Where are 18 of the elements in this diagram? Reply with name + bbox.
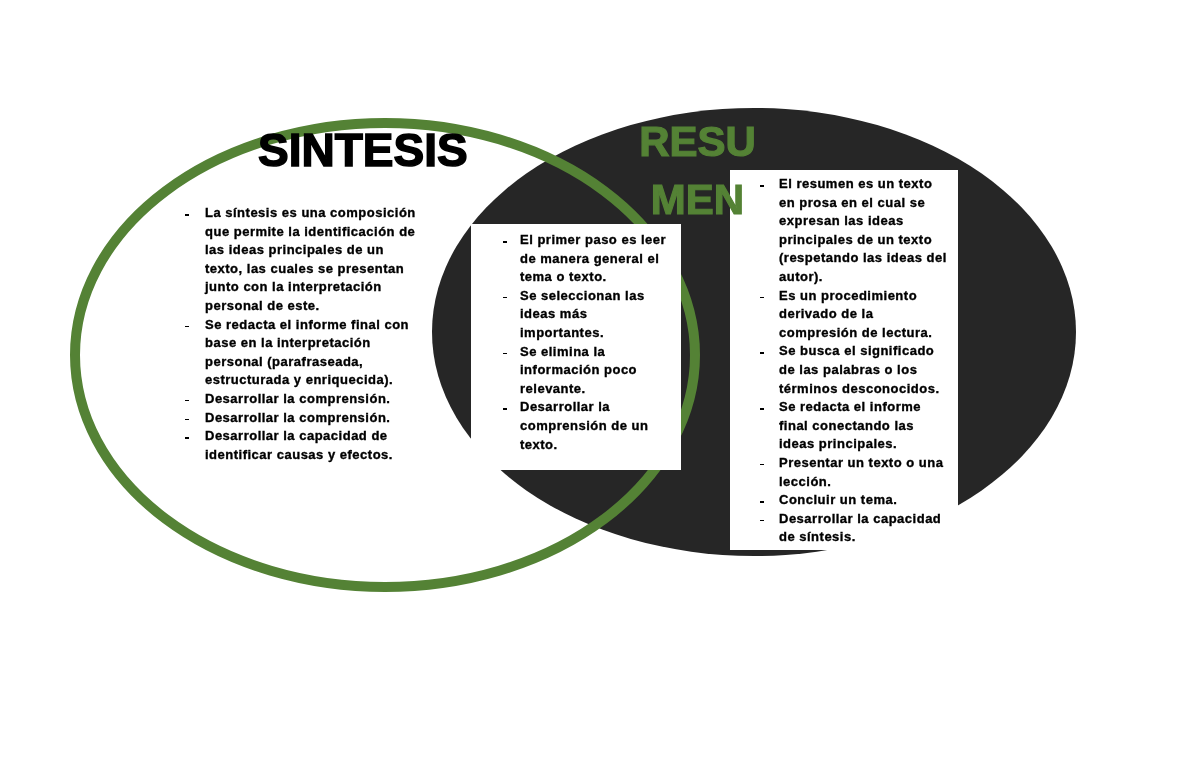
circle-title: SINTESIS	[258, 127, 468, 173]
list-text: Desarrollar la comprensión de un texto.	[520, 398, 650, 454]
list-text: Se redacta el informe final conectando las ideas principales.	[779, 398, 922, 454]
list-text: El resumen es un texto en prosa en el cual se expresan las ideas principales de un texto (respetando las ideas del autor).	[779, 175, 948, 286]
list-text: Es un procedimiento derivado de la compresión de lectura.	[779, 286, 934, 342]
list-text: El primer paso es leer de manera general el tema o texto.	[520, 231, 668, 287]
list-text: Se busca el significado de las palabras o los términos desconocidos.	[779, 342, 941, 398]
list-text: La síntesis es una composición que permite la identificación de las ideas principales de un texto, las cuales se presentan junto con la interpretación personal de este.	[205, 204, 417, 315]
text-box	[471, 224, 681, 470]
list-text: Desarrollar la comprensión.	[205, 408, 392, 427]
list-text: Desarrollar la comprensión.	[205, 389, 392, 408]
list-text: Desarrollar la capacidad de síntesis.	[779, 509, 943, 547]
list-text: Concluir un tema.	[779, 491, 899, 510]
list-text: Se elimina la información poco relevante.	[520, 342, 639, 398]
list-text: Desarrollar la capacidad de identificar causas y efectos.	[205, 427, 394, 464]
list-text: Se seleccionan las ideas más importantes.	[520, 286, 646, 342]
list-text: Se redacta el informe final con base en la interpretación personal (parafraseada, estructurada y enriquecida).	[205, 315, 411, 390]
list-text: Presentar un texto o una lección.	[779, 453, 945, 491]
